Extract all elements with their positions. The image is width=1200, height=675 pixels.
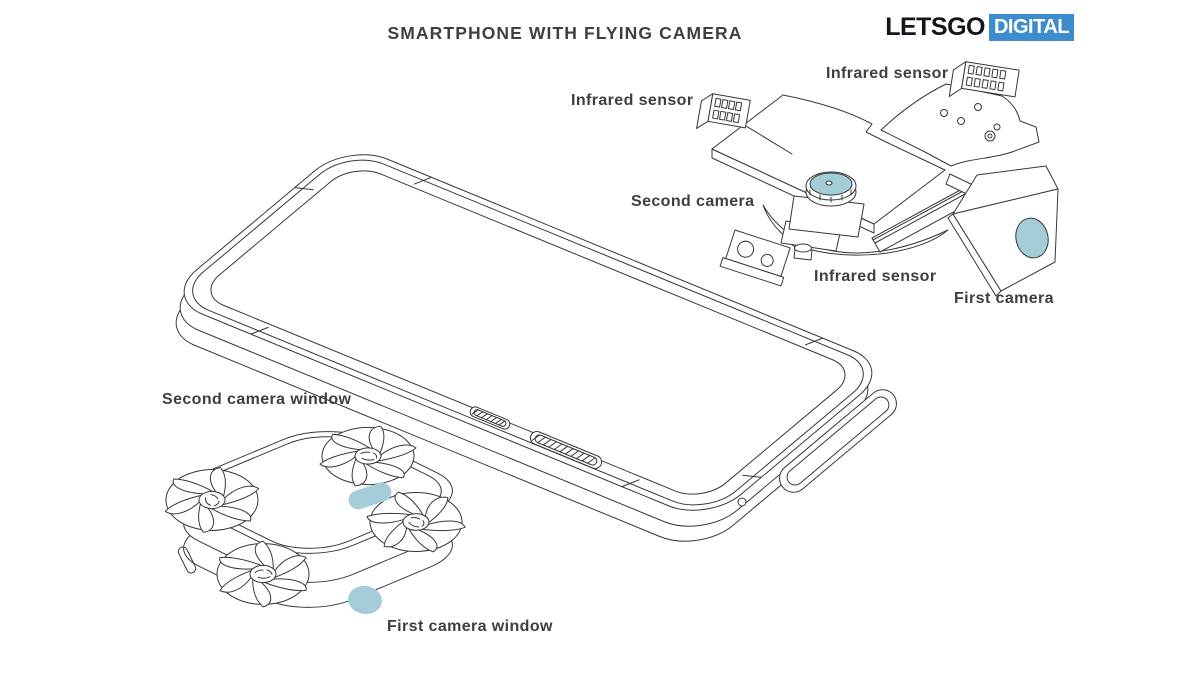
logo-text-dark: LETSGO: [885, 13, 985, 41]
infrared-sensor-left-part: [697, 92, 751, 137]
label-infrared-sensor-left: Infrared sensor: [571, 92, 694, 109]
camera-module-drawing: [697, 60, 1058, 296]
flying-camera-drone-drawing: [147, 417, 485, 615]
antenna-seam: [414, 175, 431, 187]
label-second-camera: Second camera: [631, 193, 755, 210]
antenna-seam: [805, 336, 822, 348]
edge-slot-small: [469, 405, 512, 430]
infrared-sensor-bottom-part: [720, 229, 793, 286]
label-first-camera-window: First camera window: [387, 618, 553, 635]
second-camera-part: [781, 172, 864, 260]
label-infrared-sensor-bottom: Infrared sensor: [814, 268, 937, 285]
antenna-seam: [622, 477, 639, 489]
first-camera-window-glass: [348, 585, 382, 615]
second-camera-window-glass: [348, 482, 392, 510]
smartphone-drawing: [155, 143, 902, 553]
infrared-sensor-top-part: [949, 60, 1019, 107]
drone-bay-door: [774, 384, 902, 498]
drone-side-slot: [177, 545, 197, 574]
first-camera-lens: [1012, 215, 1052, 261]
label-second-camera-window: Second camera window: [162, 391, 352, 408]
label-first-camera: First camera: [954, 290, 1054, 307]
antenna-seam: [295, 184, 314, 194]
page-title: SMARTPHONE WITH FLYING CAMERA: [387, 23, 743, 43]
first-camera-part: [948, 166, 1058, 296]
edge-hole: [738, 498, 746, 506]
logo-text-badge: DIGITAL: [988, 14, 1074, 42]
letsgo-digital-logo: LETSGO DIGITAL: [885, 13, 1074, 42]
antenna-seam: [251, 325, 268, 337]
label-infrared-sensor-top: Infrared sensor: [826, 65, 949, 82]
edge-slot-large: [528, 430, 603, 471]
antenna-seam: [743, 472, 762, 482]
